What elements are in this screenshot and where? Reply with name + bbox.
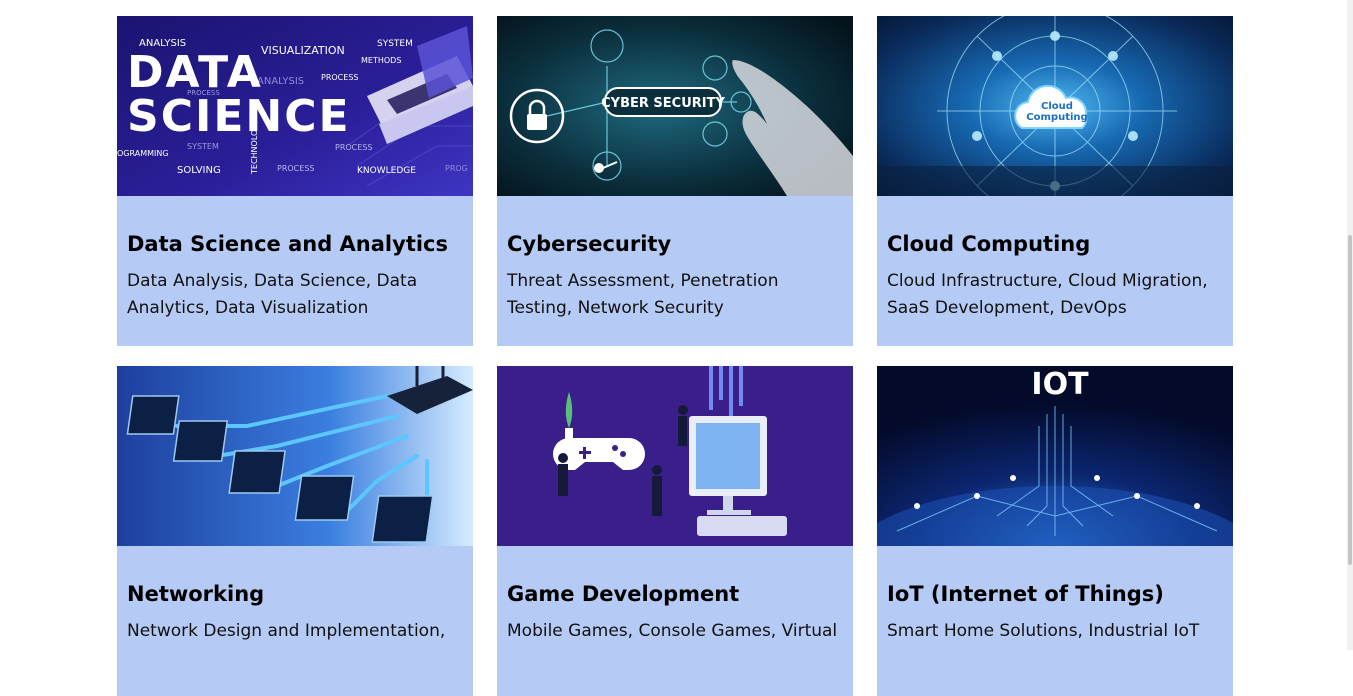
laptop-icon [294, 475, 355, 521]
service-card-networking[interactable]: Networking Network Design and Implementa… [117, 366, 473, 696]
iot-image: IOT [877, 366, 1233, 546]
card-title: Cloud Computing [887, 232, 1091, 256]
data-science-image: ANALYSIS VISUALIZATION SYSTEM METHODS PR… [117, 16, 473, 196]
cyber-label: CYBER SECURITY [601, 96, 725, 111]
ds-word-14: KNOWLEDGE [357, 166, 416, 176]
scrollbar-thumb[interactable] [1348, 235, 1352, 565]
page-scrollbar[interactable] [1347, 0, 1353, 650]
ds-word-9: SYSTEM [187, 142, 219, 151]
ds-word-2: VISUALIZATION [261, 44, 345, 57]
cloud-label-2: Computing [1026, 112, 1087, 123]
ds-word-15: PROG [445, 164, 468, 173]
lock-icon [509, 88, 565, 144]
key-icon [594, 161, 618, 173]
laptop-icon [367, 26, 473, 144]
card-description: Mobile Games, Console Games, Virtual [507, 621, 838, 641]
service-card-game-development[interactable]: Game Development Mobile Games, Console G… [497, 366, 853, 696]
services-grid: ANALYSIS VISUALIZATION SYSTEM METHODS PR… [117, 16, 1233, 696]
laptop-icon [228, 450, 286, 494]
laptop-icon [371, 495, 434, 543]
person-icon [652, 465, 662, 516]
monitor-icon [689, 416, 767, 515]
service-card-iot[interactable]: IOT IoT (Internet of Things) Smart Home … [877, 366, 1233, 696]
ds-word-6: PROCESS [187, 89, 220, 97]
person-icon [558, 453, 568, 496]
service-card-cybersecurity[interactable]: CYBER SECURITY Cybersecurity Threat Asse… [497, 16, 853, 346]
card-title: Cybersecurity [507, 232, 672, 256]
card-description: Data Analysis, Data Science, Data Analyt… [127, 271, 418, 318]
cloud-icon [1014, 84, 1088, 129]
card-title: Data Science and Analytics [127, 232, 448, 256]
card-title: Networking [127, 582, 265, 606]
ds-word-12: PROCESS [277, 164, 314, 173]
ds-word-1: ANALYSIS [139, 38, 186, 49]
cybersecurity-image: CYBER SECURITY [497, 16, 853, 196]
ds-big-word-1: DATA [127, 47, 263, 98]
card-description: Network Design and Implementation, [127, 621, 446, 641]
networking-image [117, 366, 473, 546]
ds-big-word-2: SCIENCE [127, 91, 351, 142]
hand-icon [732, 60, 853, 196]
game-development-image [497, 366, 853, 546]
cloud-label-1: Cloud [1041, 101, 1073, 112]
ds-word-11: TECHNOLOGY [250, 119, 259, 175]
card-title: Game Development [507, 582, 740, 606]
ds-word-13: PROCESS [335, 143, 372, 152]
card-description: Cloud Infrastructure, Cloud Migration, S… [887, 271, 1208, 318]
laptop-icon [126, 395, 180, 435]
ds-word-7: ANALYSIS [257, 76, 304, 87]
service-card-data-science[interactable]: ANALYSIS VISUALIZATION SYSTEM METHODS PR… [117, 16, 473, 346]
card-title: IoT (Internet of Things) [887, 582, 1164, 606]
person-icon [678, 405, 688, 446]
router-icon [387, 366, 473, 414]
cloud-computing-image: Cloud Computing [877, 16, 1233, 196]
laptop-icon [172, 420, 229, 462]
card-description: Threat Assessment, Penetration Testing, … [507, 271, 779, 318]
plant-icon [565, 392, 573, 442]
card-description: Smart Home Solutions, Industrial IoT [887, 621, 1200, 641]
ds-word-4: METHODS [361, 56, 401, 65]
iot-label: IOT [1031, 367, 1089, 402]
ds-word-8: OGRAMMING [117, 149, 169, 158]
ds-word-10: SOLVING [177, 165, 221, 176]
ds-word-3: SYSTEM [377, 39, 413, 49]
ds-word-5: PROCESS [321, 73, 358, 82]
service-card-cloud-computing[interactable]: Cloud Computing Cloud Computing Cloud In… [877, 16, 1233, 346]
gamepad-icon [553, 438, 645, 470]
